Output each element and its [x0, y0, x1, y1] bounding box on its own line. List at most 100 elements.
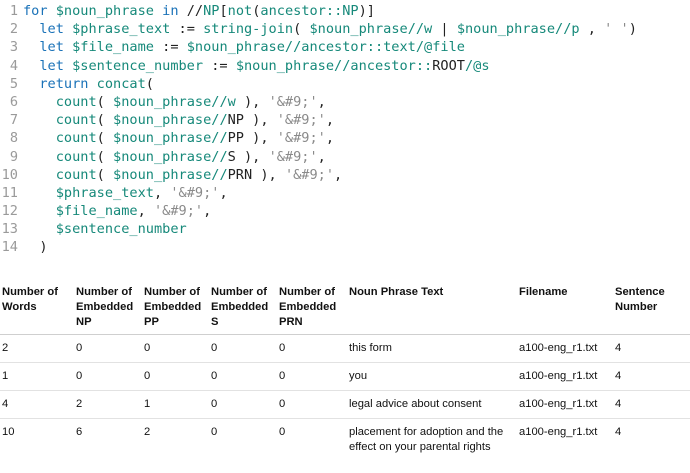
- code-token: (: [145, 75, 154, 92]
- code-token: $phrase_text: [72, 21, 171, 38]
- code-token: S: [227, 148, 236, 165]
- cell: 4: [613, 390, 690, 419]
- code-text: let $phrase_text := string-join( $noun_p…: [23, 20, 637, 38]
- code-token: //: [186, 3, 204, 19]
- code-text: let $file_name := $noun_phrase//ancestor…: [23, 38, 465, 56]
- cell: 2: [74, 390, 142, 419]
- code-token: ),: [252, 166, 285, 183]
- header-embedded-pp: Number of Embedded PP: [142, 282, 209, 335]
- code-token: (: [96, 148, 114, 165]
- code-token: let: [23, 39, 73, 56]
- code-token: count: [23, 166, 97, 183]
- cell: 10: [2, 426, 15, 438]
- table-header-row: Number of Words Number of Embedded NP Nu…: [0, 282, 690, 335]
- code-text: return concat(: [23, 75, 154, 93]
- header-sentence-number: Sentence Number: [613, 282, 690, 335]
- code-token: ),: [244, 130, 277, 147]
- code-token: $noun_phrase//ancestor::: [235, 57, 433, 74]
- code-token: $noun_phrase: [55, 3, 154, 19]
- code-token: ' ': [604, 21, 629, 38]
- code-token: for: [23, 3, 56, 19]
- line-number: 3: [9, 39, 18, 56]
- code-token: PRN: [227, 166, 253, 183]
- code-line: 9 count( $noun_phrase//S ), '&#9;',: [0, 148, 690, 166]
- cell: 0: [277, 362, 347, 391]
- cell: 4: [613, 362, 690, 391]
- code-token: $phrase_text: [23, 184, 154, 201]
- code-token: $sentence_number: [72, 57, 204, 74]
- code-token: not: [227, 3, 253, 19]
- cell: 0: [209, 362, 277, 391]
- code-token: /@s: [464, 57, 490, 74]
- results-table: Number of Words Number of Embedded NP Nu…: [0, 282, 690, 461]
- code-token: $noun_phrase//: [113, 130, 228, 147]
- code-token: concat: [96, 75, 146, 92]
- code-line: 5 return concat(: [0, 75, 690, 93]
- code-line: 6 count( $noun_phrase//w ), '&#9;',: [0, 93, 690, 111]
- cell: 0: [209, 390, 277, 419]
- code-token: ,: [325, 130, 335, 147]
- cell: a100-eng_r1.txt: [517, 362, 613, 391]
- cell: this form: [347, 334, 517, 363]
- code-token: $noun_phrase//: [113, 112, 228, 129]
- cell: 1: [0, 362, 74, 391]
- cell: 0: [209, 334, 277, 363]
- code-token: ancestor::NP: [260, 3, 359, 19]
- code-token: ,: [137, 203, 154, 220]
- line-number: 8: [9, 130, 18, 147]
- code-token: ,: [317, 93, 326, 110]
- code-token: ),: [235, 93, 269, 110]
- code-token: string-join: [203, 21, 294, 38]
- line-number: 6: [9, 93, 18, 110]
- code-token: '&#9;': [268, 148, 318, 165]
- code-token: ): [23, 239, 48, 256]
- cell: 0: [74, 362, 142, 391]
- cell: a100-eng_r1.txt: [517, 334, 613, 363]
- table-row: 4 2 1 0 0 legal advice about consent a10…: [0, 390, 690, 419]
- code-token: :=: [153, 39, 187, 56]
- code-token: PP: [227, 130, 244, 147]
- cell: 0: [142, 362, 209, 391]
- code-token: ,: [334, 166, 343, 183]
- code-text: let $sentence_number := $noun_phrase//an…: [23, 57, 490, 75]
- code-token: [: [219, 3, 228, 19]
- code-text: count( $noun_phrase//PP ), '&#9;',: [23, 129, 334, 147]
- code-line: 4 let $sentence_number := $noun_phrase//…: [0, 57, 690, 75]
- code-token: $noun_phrase//w: [113, 93, 236, 110]
- code-line: 3 let $file_name := $noun_phrase//ancest…: [0, 38, 690, 56]
- line-number: 5: [9, 75, 18, 92]
- code-token: (: [293, 21, 310, 38]
- cell: legal advice about consent: [347, 390, 517, 419]
- cell: 0: [142, 334, 209, 363]
- header-noun-phrase-text: Noun Phrase Text: [347, 282, 517, 335]
- code-token: $sentence_number: [23, 221, 187, 238]
- line-number: 9: [9, 148, 18, 165]
- code-line: 7 count( $noun_phrase//NP ), '&#9;',: [0, 111, 690, 129]
- code-token: (: [252, 3, 261, 19]
- code-token: count: [23, 93, 97, 110]
- line-number: 12: [1, 203, 18, 220]
- cell: you: [347, 362, 517, 391]
- line-number: 10: [1, 166, 18, 183]
- code-token: ),: [235, 148, 269, 165]
- code-token: '&#9;': [276, 130, 326, 147]
- cell: 0: [277, 334, 347, 363]
- code-token: NP: [203, 3, 220, 19]
- code-line: 11 $phrase_text, '&#9;',: [0, 184, 690, 202]
- line-number: 1: [9, 3, 18, 19]
- code-token: '&#9;': [153, 203, 204, 220]
- code-line: 14 ): [0, 238, 690, 256]
- code-token: $noun_phrase//: [113, 148, 228, 165]
- code-token: ,: [579, 21, 605, 38]
- code-text: $phrase_text, '&#9;',: [23, 184, 228, 202]
- code-token: '&#9;': [284, 166, 335, 183]
- code-token: $noun_phrase//ancestor::text/@file: [186, 39, 465, 56]
- code-line: 8 count( $noun_phrase//PP ), '&#9;',: [0, 129, 690, 147]
- code-token: NP: [227, 112, 244, 129]
- code-line: 12 $file_name, '&#9;',: [0, 202, 690, 220]
- cell: placement for adoption and the effect on…: [349, 426, 504, 453]
- code-text: count( $noun_phrase//NP ), '&#9;',: [23, 111, 334, 129]
- code-text: count( $noun_phrase//S ), '&#9;',: [23, 148, 326, 166]
